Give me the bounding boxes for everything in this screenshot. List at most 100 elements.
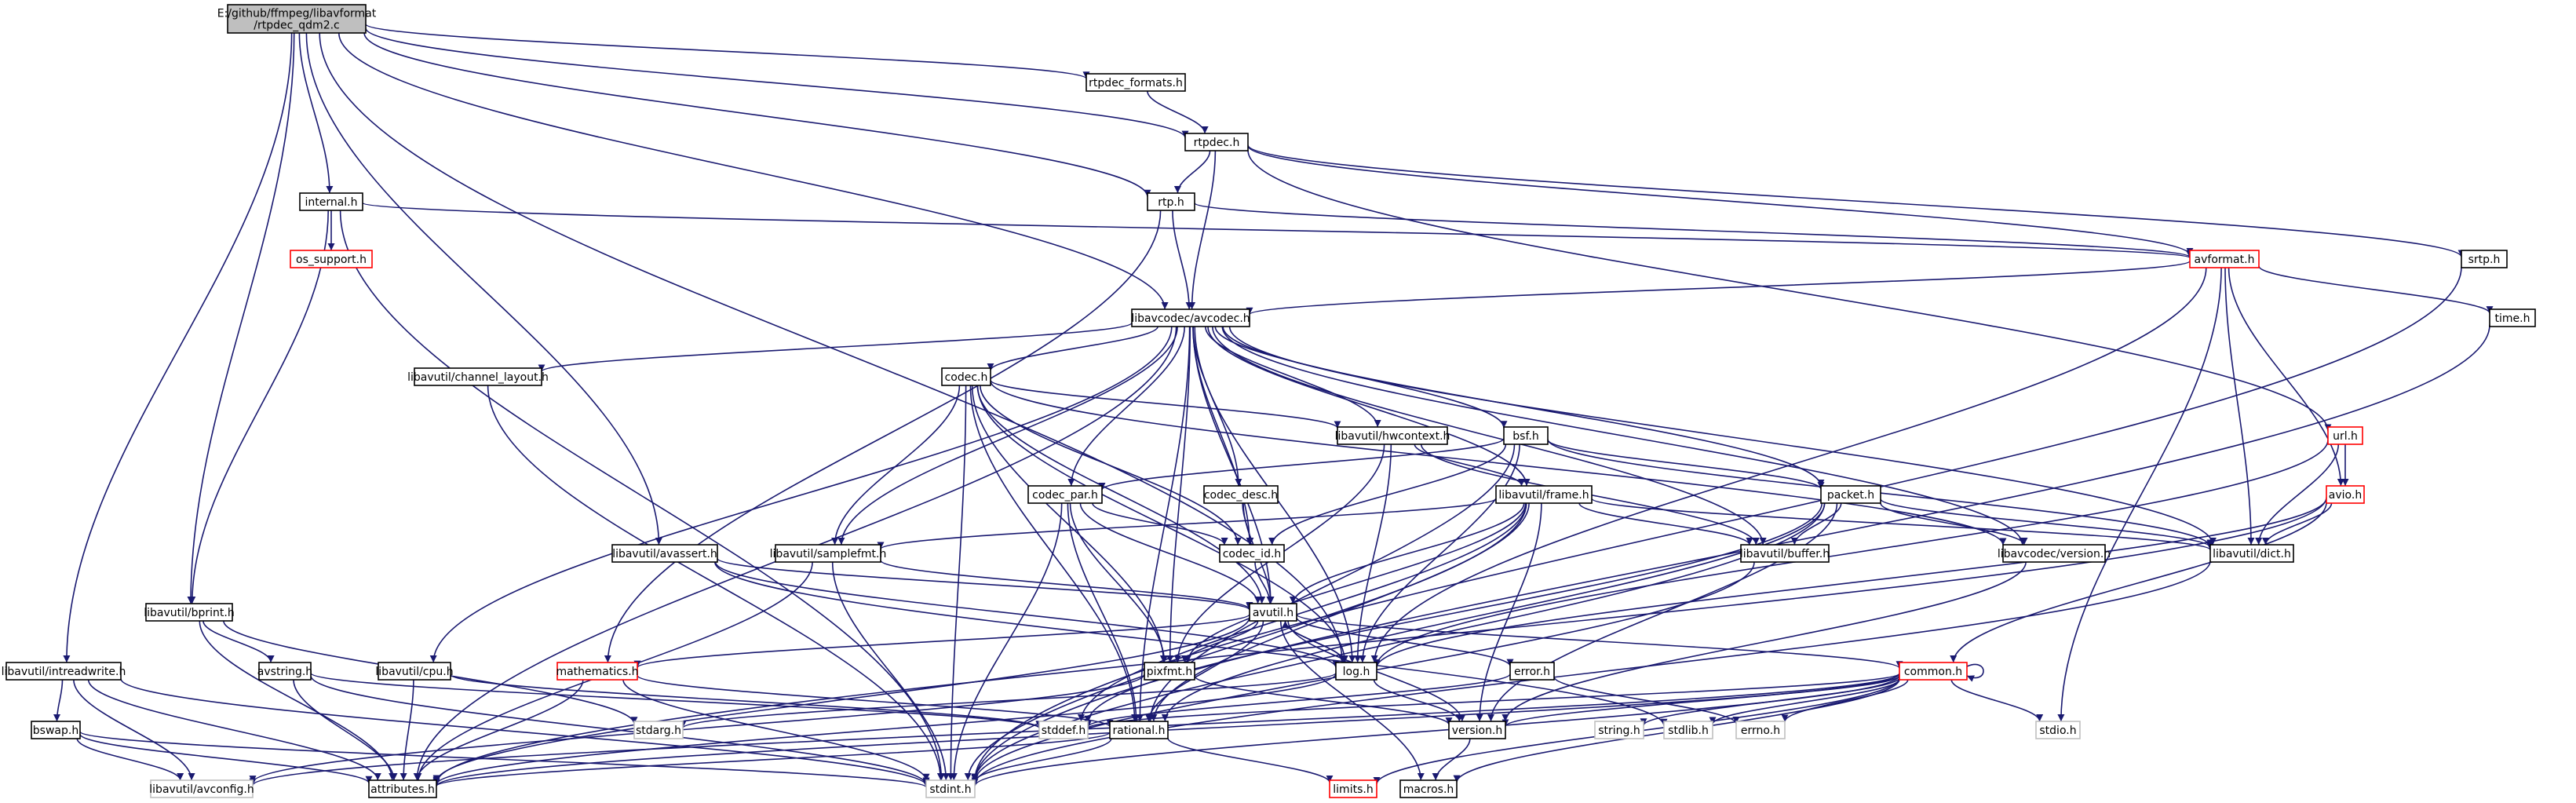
- node-bswap[interactable]: bswap.h: [31, 721, 81, 739]
- node-errno[interactable]: errno.h: [1735, 721, 1786, 739]
- node-channel_layout[interactable]: libavutil/channel_layout.h: [407, 367, 549, 386]
- node-label-rtpdec: rtpdec.h: [1194, 137, 1240, 149]
- edge-rational-to-limits: [1167, 737, 1334, 783]
- node-attributes[interactable]: attributes.h: [368, 779, 437, 798]
- node-stdio[interactable]: stdio.h: [2035, 721, 2081, 739]
- edge-rational-to-stdint: [971, 738, 1112, 782]
- node-limits[interactable]: limits.h: [1329, 779, 1377, 798]
- node-box-codec_id: [1219, 544, 1285, 563]
- edge-rtpdec-to-srtp: [1247, 144, 2465, 257]
- node-avutil[interactable]: avutil.h: [1249, 603, 1297, 622]
- edge-packet-to-lavc_version: [1880, 502, 2028, 546]
- node-lavc_version[interactable]: libavcodec/version.h: [1998, 544, 2111, 563]
- node-box-hwcontext: [1337, 426, 1448, 445]
- edge-rtpdec-to-rtp: [1173, 150, 1211, 194]
- node-stdlib[interactable]: stdlib.h: [1663, 721, 1713, 739]
- node-stdarg[interactable]: stdarg.h: [633, 721, 684, 739]
- node-dict[interactable]: libavutil/dict.h: [2209, 544, 2294, 563]
- node-box-avstring: [258, 662, 312, 681]
- node-stdint[interactable]: stdint.h: [925, 779, 976, 798]
- node-label-samplefmt: libavutil/samplefmt.h: [770, 548, 887, 560]
- node-avcodec[interactable]: libavcodec/avcodec.h: [1131, 308, 1250, 327]
- node-box-mathematics: [556, 662, 638, 681]
- node-box-avio: [2326, 485, 2365, 504]
- edge-internal-to-stdint: [339, 210, 945, 781]
- node-avstring[interactable]: avstring.h: [257, 662, 312, 681]
- node-hwcontext[interactable]: libavutil/hwcontext.h: [1335, 426, 1450, 445]
- node-label-cpu: libavutil/cpu.h: [375, 666, 453, 678]
- node-internal[interactable]: internal.h: [299, 192, 363, 211]
- node-buffer[interactable]: libavutil/buffer.h: [1740, 544, 1830, 563]
- edge-avutil-to-macros: [1279, 620, 1425, 781]
- node-pixfmt[interactable]: pixfmt.h: [1144, 662, 1195, 681]
- node-stddef[interactable]: stddef.h: [1038, 721, 1089, 739]
- node-label-stdint: stdint.h: [929, 783, 971, 796]
- edge-avcodec-to-channel_layout: [538, 322, 1133, 373]
- edge-codec-to-samplefmt: [831, 385, 961, 546]
- node-box-cpu: [378, 662, 451, 681]
- node-codec_id[interactable]: codec_id.h: [1219, 544, 1285, 563]
- node-rtp[interactable]: rtp.h: [1147, 192, 1195, 211]
- edge-bprint-to-avstring: [203, 620, 275, 663]
- node-bprint[interactable]: libavutil/bprint.h: [144, 603, 235, 622]
- node-label-common: common.h: [1904, 666, 1962, 678]
- node-label-stdarg: stdarg.h: [636, 725, 681, 737]
- node-label-macros: macros.h: [1403, 783, 1454, 796]
- node-common[interactable]: common.h: [1899, 662, 1968, 681]
- edge-common-to-stdint: [971, 674, 1900, 787]
- edge-common-to-errno: [1781, 679, 1909, 722]
- edge-codec-to-lavc_version: [990, 380, 2007, 546]
- edge-codec_par-to-avutil: [1079, 502, 1262, 604]
- node-os_support[interactable]: os_support.h: [290, 250, 373, 268]
- node-label-internal: internal.h: [305, 196, 357, 209]
- node-rtpdec_formats[interactable]: rtpdec_formats.h: [1085, 73, 1186, 92]
- node-version[interactable]: version.h: [1448, 721, 1506, 739]
- node-box-stdlib: [1663, 721, 1713, 739]
- node-codec[interactable]: codec.h: [941, 367, 991, 386]
- edge-root-to-bprint: [187, 32, 295, 604]
- node-codec_desc[interactable]: codec_desc.h: [1203, 485, 1279, 504]
- node-error[interactable]: error.h: [1509, 662, 1555, 681]
- edge-avassert-to-avutil: [717, 557, 1253, 611]
- node-packet[interactable]: packet.h: [1820, 485, 1881, 504]
- node-label-packet: packet.h: [1827, 489, 1874, 502]
- edge-bsf-to-log: [1359, 443, 1520, 663]
- node-intreadwrite[interactable]: libavutil/intreadwrite.h: [2, 662, 126, 681]
- edge-packet-to-buffer: [1790, 502, 1842, 546]
- node-srtp[interactable]: srtp.h: [2461, 250, 2508, 268]
- node-string_h[interactable]: string.h: [1594, 721, 1644, 739]
- edge-bswap-to-attributes: [79, 733, 373, 784]
- node-avio[interactable]: avio.h: [2326, 485, 2365, 504]
- node-log[interactable]: log.h: [1335, 662, 1377, 681]
- edge-mathematics-to-stdint: [622, 679, 930, 781]
- node-box-rational: [1109, 721, 1169, 739]
- node-root[interactable]: E:/github/ffmpeg/libavformat/rtpdec_qdm2…: [217, 4, 377, 34]
- edge-bswap-to-stdint: [79, 731, 930, 788]
- node-label-limits: limits.h: [1333, 783, 1373, 796]
- node-macros[interactable]: macros.h: [1399, 779, 1458, 798]
- edge-avutil-to-common: [1296, 613, 1903, 669]
- edge-error-to-stddef: [1084, 673, 1511, 728]
- node-avconfig[interactable]: libavutil/avconfig.h: [149, 779, 254, 798]
- node-codec_par[interactable]: codec_par.h: [1027, 485, 1103, 504]
- node-avformat[interactable]: avformat.h: [2189, 250, 2260, 268]
- node-mathematics[interactable]: mathematics.h: [556, 662, 639, 681]
- node-frame[interactable]: libavutil/frame.h: [1495, 485, 1593, 504]
- edge-root-to-rtp: [363, 32, 1151, 197]
- node-cpu[interactable]: libavutil/cpu.h: [375, 662, 454, 681]
- node-label-frame: libavutil/frame.h: [1498, 489, 1589, 502]
- node-time_h[interactable]: time.h: [2489, 308, 2536, 327]
- edge-avio-to-dict: [2262, 502, 2333, 546]
- node-rational[interactable]: rational.h: [1109, 721, 1169, 739]
- node-label-bprint: libavutil/bprint.h: [144, 607, 235, 619]
- edge-codec_par-to-pixfmt: [1069, 502, 1168, 663]
- edge-avcodec-to-samplefmt: [837, 326, 1178, 546]
- node-rtpdec[interactable]: rtpdec.h: [1184, 133, 1249, 151]
- node-url[interactable]: url.h: [2327, 426, 2363, 445]
- node-label-pixfmt: pixfmt.h: [1147, 666, 1192, 678]
- node-avassert[interactable]: libavutil/avassert.h: [611, 544, 718, 563]
- node-bsf[interactable]: bsf.h: [1503, 426, 1549, 445]
- node-box-pixfmt: [1144, 662, 1195, 681]
- node-samplefmt[interactable]: libavutil/samplefmt.h: [770, 544, 887, 563]
- edge-bsf-to-rational: [1147, 443, 1516, 722]
